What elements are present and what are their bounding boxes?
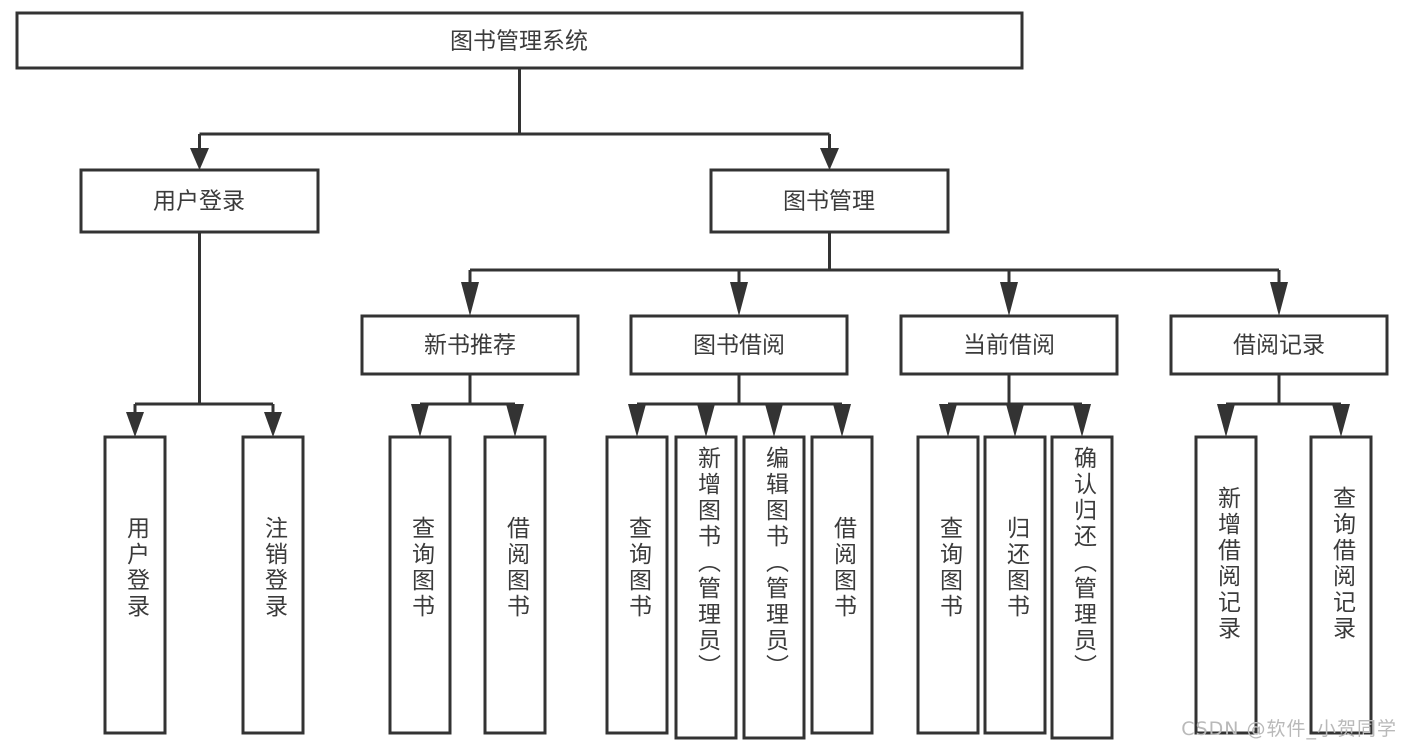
arrowhead-leaf-newbook-1 — [411, 404, 429, 437]
node-user-login-label: 用户登录 — [153, 189, 245, 215]
arrowhead-book-manage — [820, 148, 839, 170]
node-book-borrow-label: 图书借阅 — [693, 333, 785, 359]
arrowhead-leaf-newbook-2 — [506, 404, 524, 437]
node-book-manage[interactable]: 图书管理 — [709, 168, 950, 234]
node-user-login-box[interactable] — [79, 168, 320, 234]
connector-group-borrow-record — [1217, 374, 1350, 437]
watermark-text: CSDN @软件_小贺同学 — [1181, 718, 1397, 740]
node-current-borrow-label: 当前借阅 — [963, 333, 1055, 359]
arrowhead-leaf-bookborrow-2 — [697, 404, 715, 437]
node-book-manage-label: 图书管理 — [783, 189, 875, 215]
connector-group-current-borrow — [939, 374, 1091, 437]
node-book-manage-box[interactable] — [709, 168, 950, 234]
arrowhead-leaf-currentborrow-3 — [1073, 404, 1091, 437]
leaf-box-new-book-2[interactable] — [483, 435, 547, 735]
node-user-login[interactable]: 用户登录 — [79, 168, 320, 234]
leaf-box-book-borrow-1[interactable] — [605, 435, 669, 735]
arrowhead-user-login — [190, 148, 209, 170]
connector-group-user-login — [126, 232, 282, 437]
arrowhead-new-book — [461, 282, 479, 316]
arrowhead-leaf-borrowrecord-1 — [1217, 404, 1235, 437]
arrowhead-leaf-currentborrow-2 — [1006, 404, 1024, 437]
leaf-box-user-login-1[interactable] — [103, 435, 167, 735]
leaf-box-new-book-1[interactable] — [388, 435, 452, 735]
node-root[interactable]: 图书管理系统 — [15, 11, 1024, 70]
connector-group-root — [190, 68, 839, 170]
arrowhead-book-borrow — [730, 282, 748, 316]
node-current-borrow[interactable]: 当前借阅 — [899, 314, 1119, 376]
connector-group-new-book — [411, 374, 524, 437]
arrowhead-current-borrow — [1000, 282, 1018, 316]
node-new-book-recommend[interactable]: 新书推荐 — [360, 314, 580, 376]
arrowhead-leaf-bookborrow-4 — [833, 404, 851, 437]
leaf-box-user-login-2[interactable] — [241, 435, 305, 735]
arrowhead-leaf-borrowrecord-2 — [1332, 404, 1350, 437]
leaf-box-current-borrow-2[interactable] — [983, 435, 1047, 735]
leaf-box-book-borrow-3[interactable] — [742, 435, 806, 740]
node-borrow-record-box[interactable] — [1169, 314, 1389, 376]
arrowhead-leaf-user-login-1 — [126, 412, 144, 437]
arrowhead-leaf-bookborrow-3 — [765, 404, 783, 437]
leaf-box-book-borrow-2[interactable] — [674, 435, 738, 740]
connector-group-book-manage — [461, 232, 1288, 316]
node-borrow-record-label: 借阅记录 — [1233, 333, 1325, 359]
leaf-box-borrow-record-2[interactable] — [1309, 435, 1373, 735]
node-borrow-record[interactable]: 借阅记录 — [1169, 314, 1389, 376]
node-book-borrow-box[interactable] — [629, 314, 849, 376]
connector-group-book-borrow — [628, 374, 851, 437]
node-book-borrow[interactable]: 图书借阅 — [629, 314, 849, 376]
node-current-borrow-box[interactable] — [899, 314, 1119, 376]
leaf-box-book-borrow-4[interactable] — [810, 435, 874, 735]
leaf-box-borrow-record-1[interactable] — [1194, 435, 1258, 735]
node-new-book-recommend-label: 新书推荐 — [424, 333, 516, 359]
node-root-label: 图书管理系统 — [450, 29, 588, 55]
leaf-box-current-borrow-1[interactable] — [916, 435, 980, 735]
node-new-book-recommend-box[interactable] — [360, 314, 580, 376]
node-root-box[interactable] — [15, 11, 1024, 70]
leaf-box-current-borrow-3[interactable] — [1050, 435, 1114, 740]
arrowhead-borrow-record — [1270, 282, 1288, 316]
arrowhead-leaf-user-login-2 — [264, 412, 282, 437]
arrowhead-leaf-bookborrow-1 — [628, 404, 646, 437]
arrowhead-leaf-currentborrow-1 — [939, 404, 957, 437]
